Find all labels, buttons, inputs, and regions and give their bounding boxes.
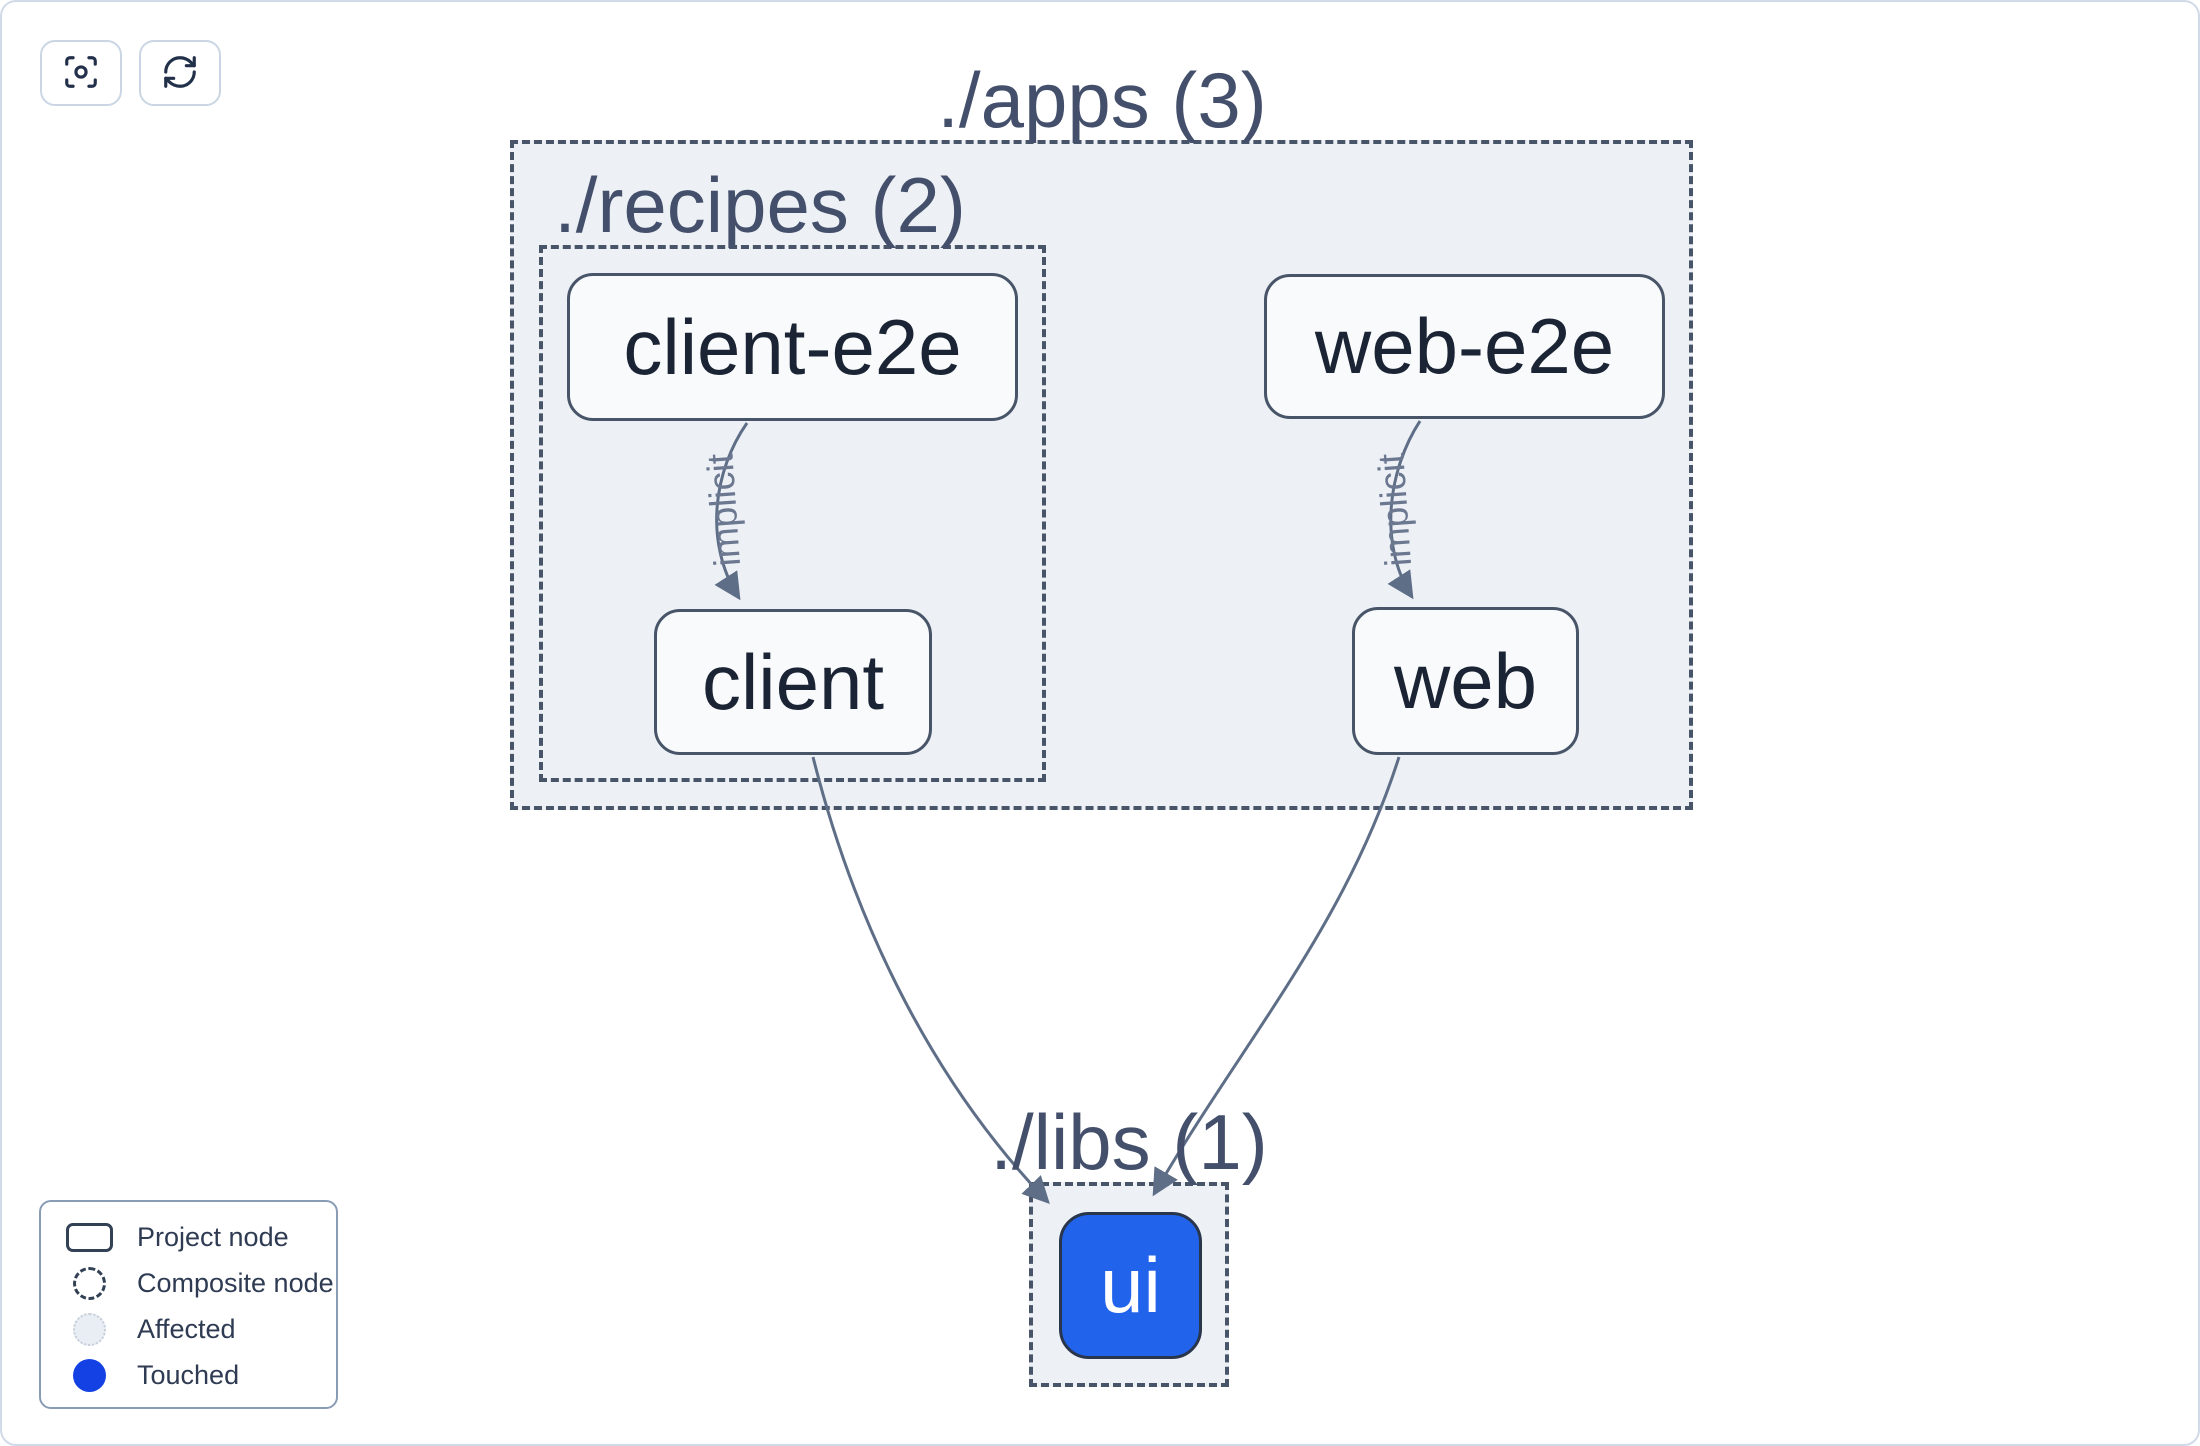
node-web-e2e[interactable]: web-e2e bbox=[1264, 274, 1665, 419]
refresh-button[interactable] bbox=[139, 40, 221, 106]
node-client-e2e[interactable]: client-e2e bbox=[567, 273, 1018, 421]
group-title-libs: ./libs (1) bbox=[990, 1098, 1268, 1186]
legend-label: Touched bbox=[137, 1359, 240, 1390]
node-web[interactable]: web bbox=[1352, 607, 1579, 755]
node-ui-touched[interactable]: ui bbox=[1059, 1212, 1202, 1359]
legend-label: Project node bbox=[137, 1221, 289, 1252]
legend-item-project-node: Project node bbox=[41, 1214, 336, 1260]
legend-item-affected: Affected bbox=[41, 1306, 336, 1352]
legend-label: Affected bbox=[137, 1313, 236, 1344]
composite-node-swatch bbox=[72, 1266, 106, 1300]
focus-button[interactable] bbox=[40, 40, 122, 106]
legend-label: Composite node bbox=[137, 1267, 334, 1298]
group-title-recipes: ./recipes (2) bbox=[554, 161, 966, 249]
refresh-icon bbox=[161, 53, 199, 94]
group-title-apps: ./apps (3) bbox=[937, 56, 1267, 144]
node-client[interactable]: client bbox=[654, 609, 932, 755]
focus-icon bbox=[62, 53, 100, 94]
legend-item-composite-node: Composite node bbox=[41, 1260, 336, 1306]
legend: Project node Composite node Affected Tou… bbox=[39, 1200, 338, 1409]
touched-swatch bbox=[72, 1358, 106, 1392]
affected-swatch bbox=[72, 1312, 106, 1346]
project-node-swatch bbox=[65, 1222, 113, 1252]
legend-item-touched: Touched bbox=[41, 1352, 336, 1398]
